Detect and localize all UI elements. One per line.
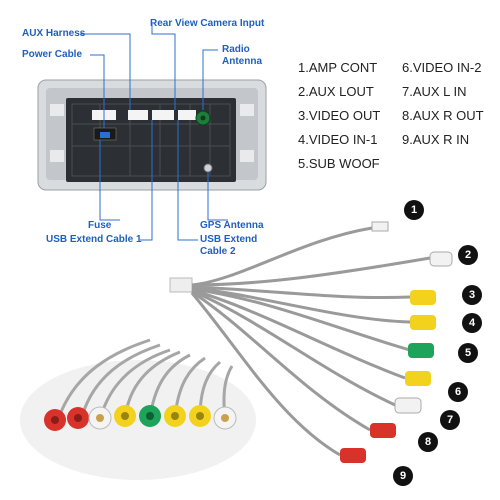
callout-gps-antenna: GPS Antenna — [200, 220, 264, 231]
callout-usb-extend-1: USB Extend Cable 1 — [46, 234, 142, 245]
legend-item-8: 8.AUX R OUT — [402, 108, 484, 123]
callout-fuse: Fuse — [88, 220, 112, 231]
callout-lines — [80, 24, 228, 241]
callout-aux-harness: AUX Harness — [22, 28, 86, 39]
legend-item-5: 5.SUB WOOF — [298, 156, 380, 171]
rca-harness — [169, 221, 453, 463]
radio-antenna-jack — [195, 110, 211, 126]
legend-item-6: 6.VIDEO IN-2 — [402, 60, 482, 75]
callout-usb-extend-2-2: Cable 2 — [200, 246, 236, 257]
badge-7: 7 — [440, 410, 460, 430]
badge-8: 8 — [418, 432, 438, 452]
callout-radio-antenna-2: Antenna — [222, 56, 262, 67]
callout-usb-extend-2-1: USB Extend — [200, 234, 258, 245]
callout-radio-antenna-1: Radio — [222, 44, 250, 55]
legend-item-9: 9.AUX R IN — [402, 132, 470, 147]
badge-3: 3 — [462, 285, 482, 305]
badge-5: 5 — [458, 343, 478, 363]
callout-power-cable: Power Cable — [22, 49, 83, 60]
legend-item-1: 1.AMP CONT — [298, 60, 378, 75]
badge-4: 4 — [462, 313, 482, 333]
badge-6: 6 — [448, 382, 468, 402]
legend-item-4: 4.VIDEO IN-1 — [298, 132, 378, 147]
legend-item-3: 3.VIDEO OUT — [298, 108, 381, 123]
gps-antenna-jack — [203, 163, 213, 173]
badge-9: 9 — [393, 466, 413, 486]
legend-item-7: 7.AUX L IN — [402, 84, 467, 99]
rca-plugs-inset — [20, 338, 256, 480]
legend-item-2: 2.AUX LOUT — [298, 84, 374, 99]
badge-1: 1 — [404, 200, 424, 220]
badge-2: 2 — [458, 245, 478, 265]
callout-rear-camera: Rear View Camera Input — [150, 18, 265, 29]
